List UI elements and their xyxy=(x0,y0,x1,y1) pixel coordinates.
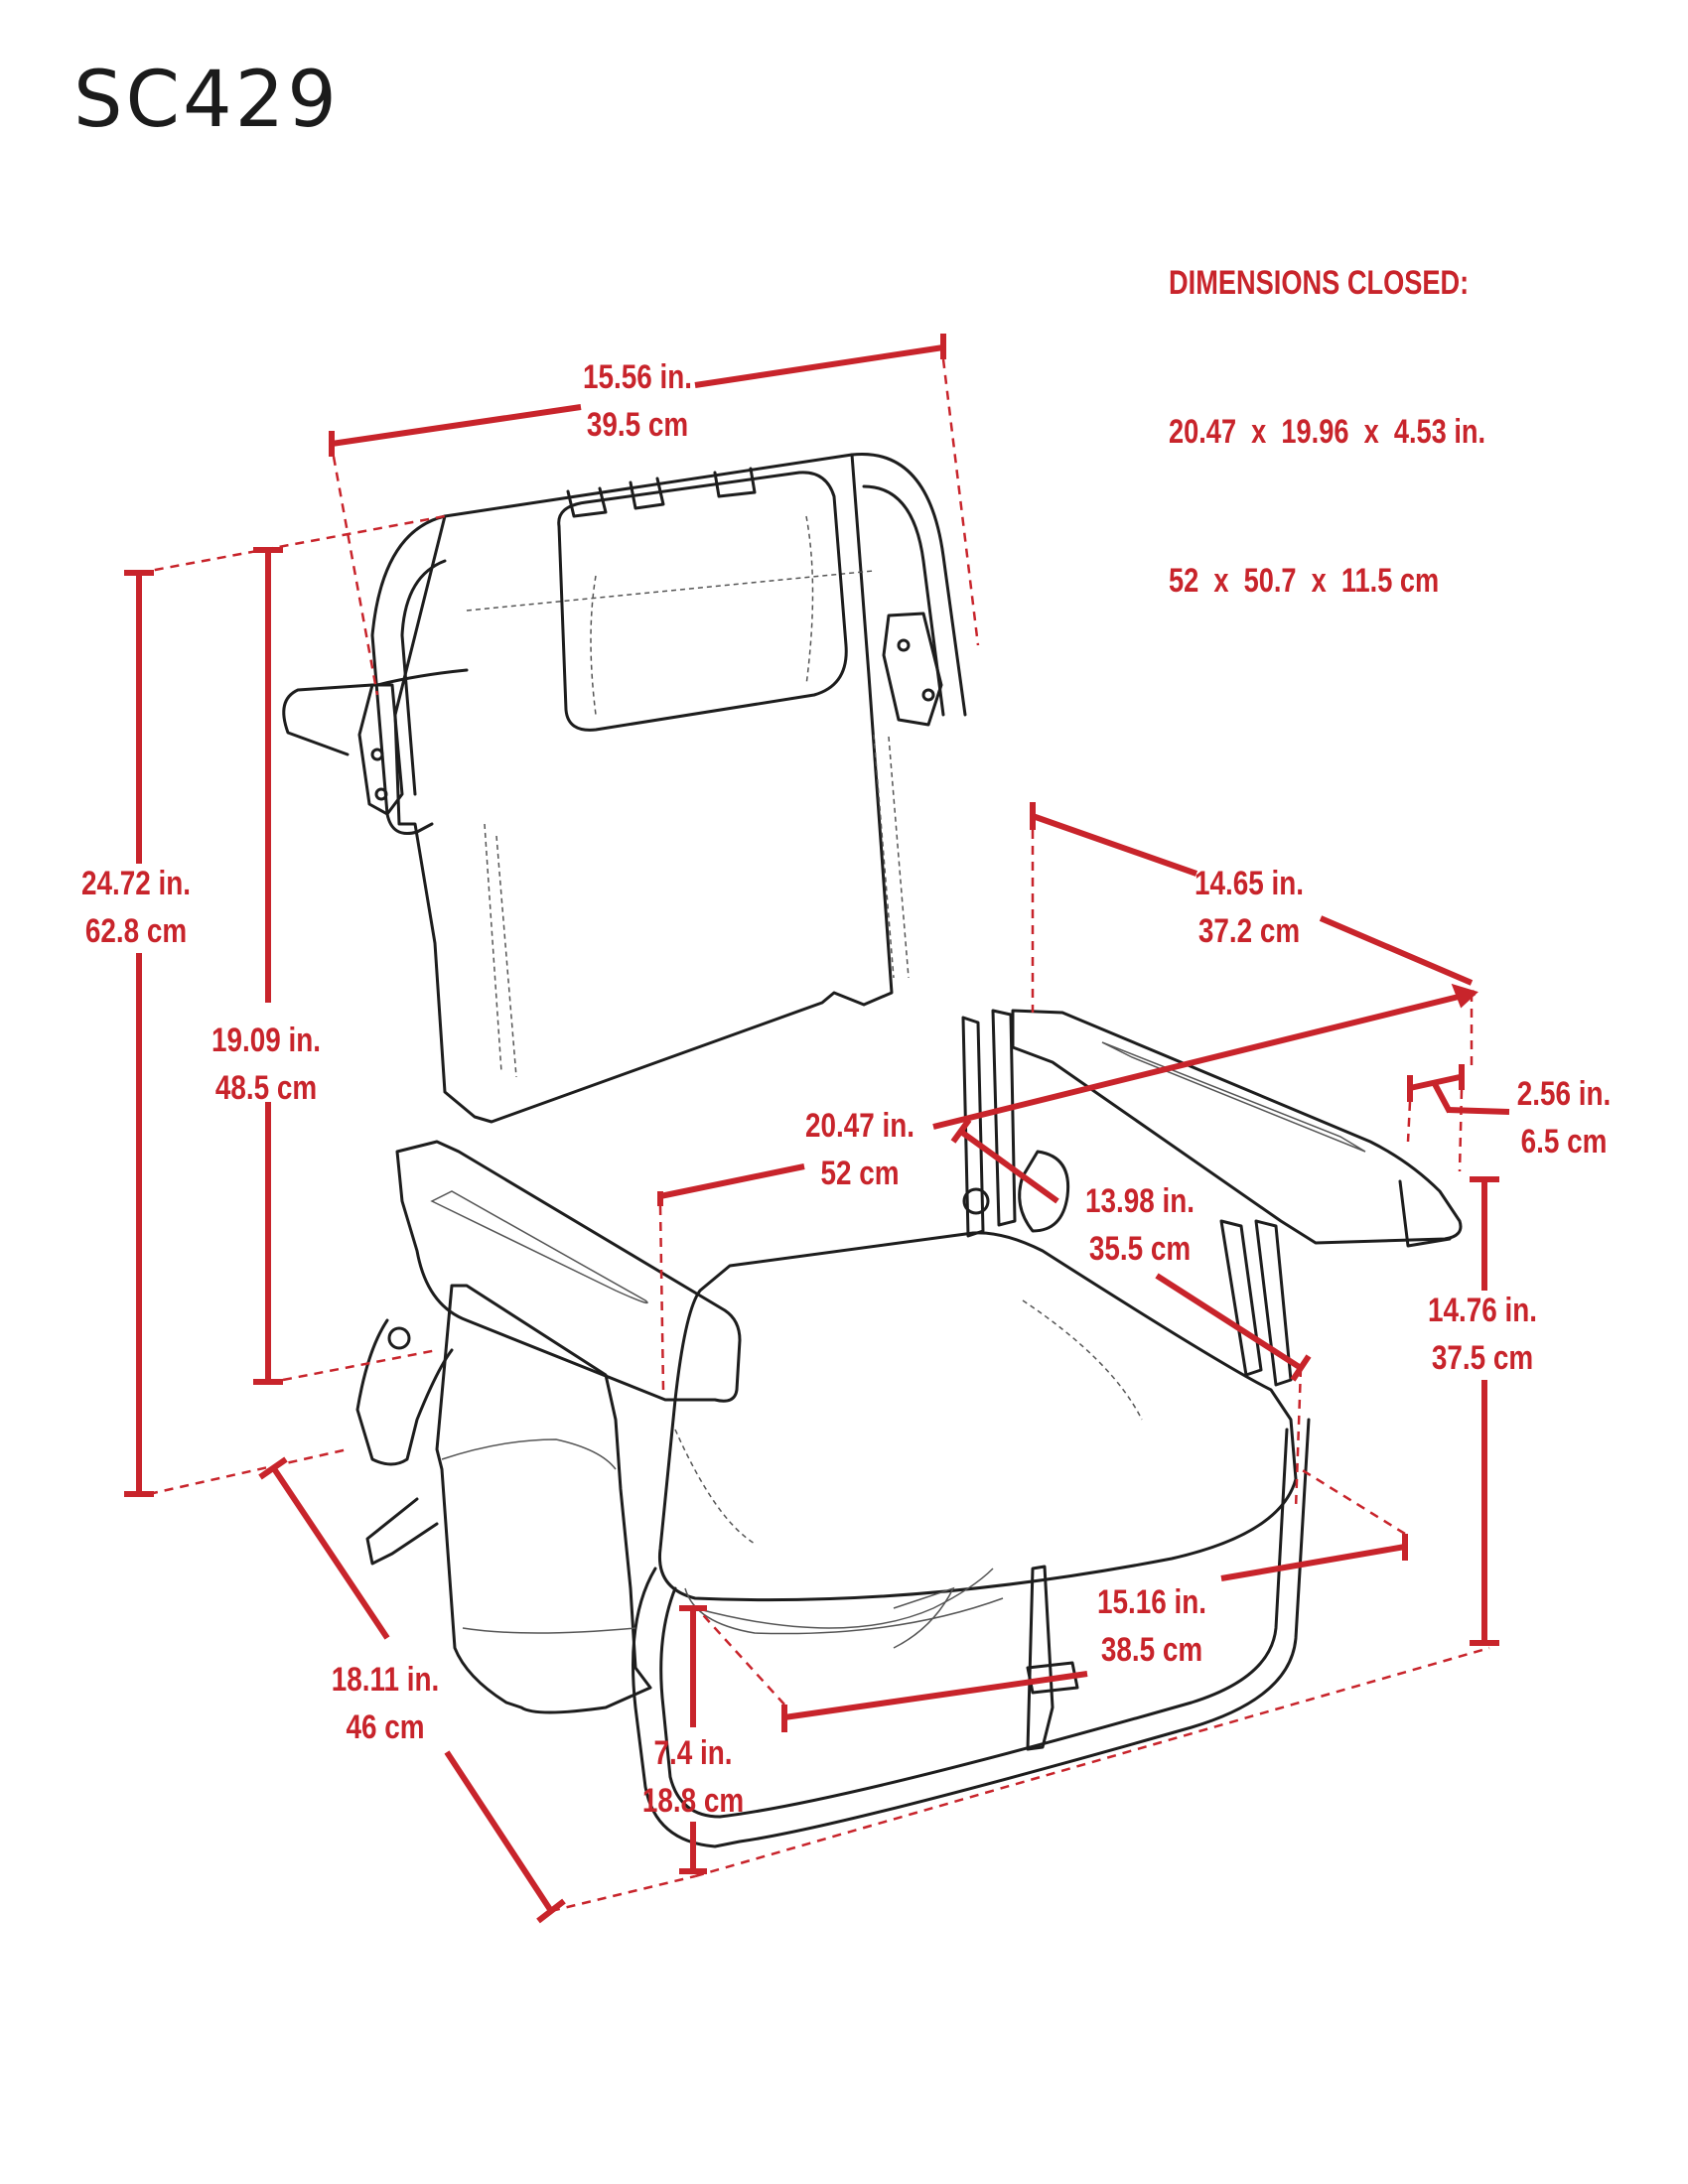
dimension-lines xyxy=(124,334,1510,1924)
dim-armrest-width: 2.56 in. 6.5 cm xyxy=(1517,1070,1612,1165)
left-armrest xyxy=(395,1140,742,1403)
backrest xyxy=(393,453,894,1124)
dim-arm-height-cm: 37.5 cm xyxy=(1431,1339,1534,1377)
dim-seat-depth: 13.98 in. 35.5 cm xyxy=(1085,1177,1195,1273)
dim-seat-depth-cm: 35.5 cm xyxy=(1088,1230,1192,1268)
dim-seat-width-cm: 38.5 cm xyxy=(1100,1631,1203,1669)
dim-overall-width: 20.47 in. 52 cm xyxy=(805,1102,914,1197)
dim-seat-height-cm: 18.8 cm xyxy=(641,1782,745,1820)
dim-armrest-length-cm: 37.2 cm xyxy=(1197,912,1301,950)
dim-seat-height: 7.4 in. 18.8 cm xyxy=(642,1729,744,1825)
dim-armrest-width-in: 2.56 in. xyxy=(1516,1075,1612,1113)
dim-seat-height-in: 7.4 in. xyxy=(653,1734,733,1772)
headrest-pillow xyxy=(557,471,848,732)
seat-frame xyxy=(632,1418,1311,1848)
right-back-frame xyxy=(850,452,967,717)
closed-inches: 20.47 x 19.96 x 4.53 in. xyxy=(1169,413,1486,451)
closed-cm: 52 x 50.7 x 11.5 cm xyxy=(1169,562,1440,600)
dim-armrest-length: 14.65 in. 37.2 cm xyxy=(1195,860,1304,955)
left-back-frame xyxy=(370,514,447,835)
right-armrest xyxy=(1011,1009,1463,1245)
dim-overall-height-cm: 62.8 cm xyxy=(84,912,188,950)
dim-armrest-width-cm: 6.5 cm xyxy=(1520,1123,1608,1160)
chair-outline xyxy=(282,452,1463,1848)
dim-back-height-in: 19.09 in. xyxy=(211,1022,322,1059)
seat-cushion xyxy=(657,1231,1298,1602)
dim-arm-height: 14.76 in. 37.5 cm xyxy=(1428,1287,1537,1382)
dim-overall-height: 24.72 in. 62.8 cm xyxy=(81,860,191,955)
dim-overall-width-in: 20.47 in. xyxy=(804,1107,915,1145)
dim-top-width-cm: 39.5 cm xyxy=(586,406,689,444)
dim-overall-height-in: 24.72 in. xyxy=(80,865,192,902)
dim-top-width-in: 15.56 in. xyxy=(582,358,693,396)
dim-depth-in: 18.11 in. xyxy=(331,1661,440,1699)
dimensions-closed: DIMENSIONS CLOSED: 20.47 x 19.96 x 4.53 … xyxy=(1169,159,1485,705)
dim-seat-depth-in: 13.98 in. xyxy=(1084,1182,1196,1220)
dim-depth-cm: 46 cm xyxy=(346,1708,425,1746)
dim-top-width: 15.56 in. 39.5 cm xyxy=(583,353,692,449)
dim-seat-width: 15.16 in. 38.5 cm xyxy=(1097,1578,1206,1674)
dim-overall-width-cm: 52 cm xyxy=(820,1155,900,1192)
model-number: SC429 xyxy=(73,56,340,145)
cooler-pouch xyxy=(435,1284,652,1714)
dim-seat-width-in: 15.16 in. xyxy=(1096,1583,1207,1621)
seat-strap xyxy=(1026,1565,1055,1751)
dim-back-height-cm: 48.5 cm xyxy=(214,1069,318,1107)
dim-back-height: 19.09 in. 48.5 cm xyxy=(211,1017,321,1112)
dim-depth: 18.11 in. 46 cm xyxy=(332,1656,440,1751)
dim-armrest-length-in: 14.65 in. xyxy=(1194,865,1305,902)
closed-heading: DIMENSIONS CLOSED: xyxy=(1169,264,1470,302)
dim-arm-height-in: 14.76 in. xyxy=(1427,1292,1538,1329)
